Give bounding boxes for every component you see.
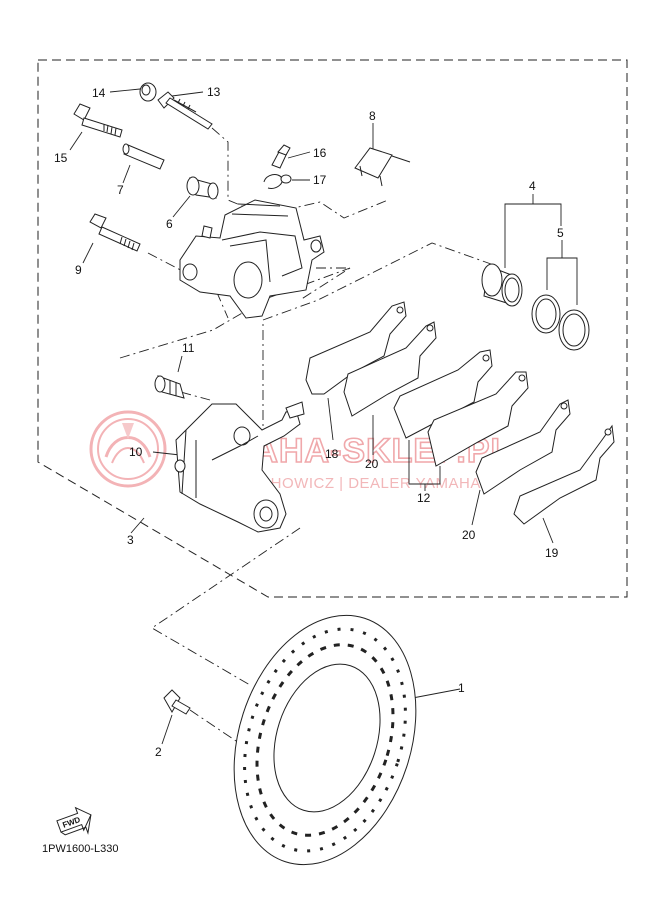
drawing-code: 1PW1600-L330 — [42, 843, 118, 855]
part-7-sleeve — [122, 143, 165, 170]
part-5-seals — [531, 294, 590, 351]
watermark-logo — [89, 410, 167, 488]
callout-9: 9 — [75, 263, 82, 277]
callout-17: 17 — [313, 173, 327, 187]
callout-8: 8 — [369, 109, 376, 123]
callout-20-left: 20 — [365, 457, 379, 471]
callout-15: 15 — [54, 151, 68, 165]
part-15-bolt — [73, 103, 123, 138]
part-13-pin — [157, 91, 213, 130]
callout-14: 14 — [92, 86, 106, 100]
callout-labels: 1 2 3 4 5 6 7 8 9 10 11 12 13 14 15 16 1… — [54, 85, 564, 759]
part-4-piston — [481, 263, 523, 307]
callout-4: 4 — [529, 179, 536, 193]
part-14-cap — [139, 82, 157, 102]
callout-13: 13 — [207, 85, 221, 99]
part-9-bolt — [89, 213, 141, 252]
fwd-arrow-icon: FWD — [56, 806, 92, 836]
callout-1: 1 — [458, 681, 465, 695]
part-8-spring-clip — [354, 147, 411, 187]
part-12-pads — [393, 349, 529, 467]
part-20-pad-right — [475, 399, 571, 495]
part-10-bracket — [174, 401, 305, 533]
caliper-body — [179, 199, 325, 319]
callout-16: 16 — [313, 146, 327, 160]
leader-lines — [69, 88, 578, 745]
part-11-bushing — [154, 375, 185, 399]
part-18-shim — [305, 301, 407, 395]
part-17-cap — [263, 174, 292, 189]
callout-19: 19 — [545, 546, 559, 560]
callout-10: 10 — [129, 445, 143, 459]
callout-2: 2 — [155, 745, 162, 759]
part-6-bushing — [186, 176, 219, 200]
callout-11: 11 — [182, 341, 195, 355]
callout-20-right: 20 — [462, 528, 476, 542]
part-2-bolt — [163, 689, 191, 715]
part-20-pad-left — [343, 321, 437, 417]
callout-18: 18 — [325, 447, 339, 461]
callout-3: 3 — [127, 533, 134, 547]
callout-7: 7 — [117, 183, 124, 197]
part-1-brake-disc — [233, 614, 417, 866]
callout-12: 12 — [417, 491, 431, 505]
part-16-bleed-screw — [271, 144, 291, 169]
assembly-dashed-border — [37, 59, 628, 598]
callout-5: 5 — [557, 226, 564, 240]
callout-6: 6 — [166, 217, 173, 231]
part-19-shim — [513, 424, 615, 525]
